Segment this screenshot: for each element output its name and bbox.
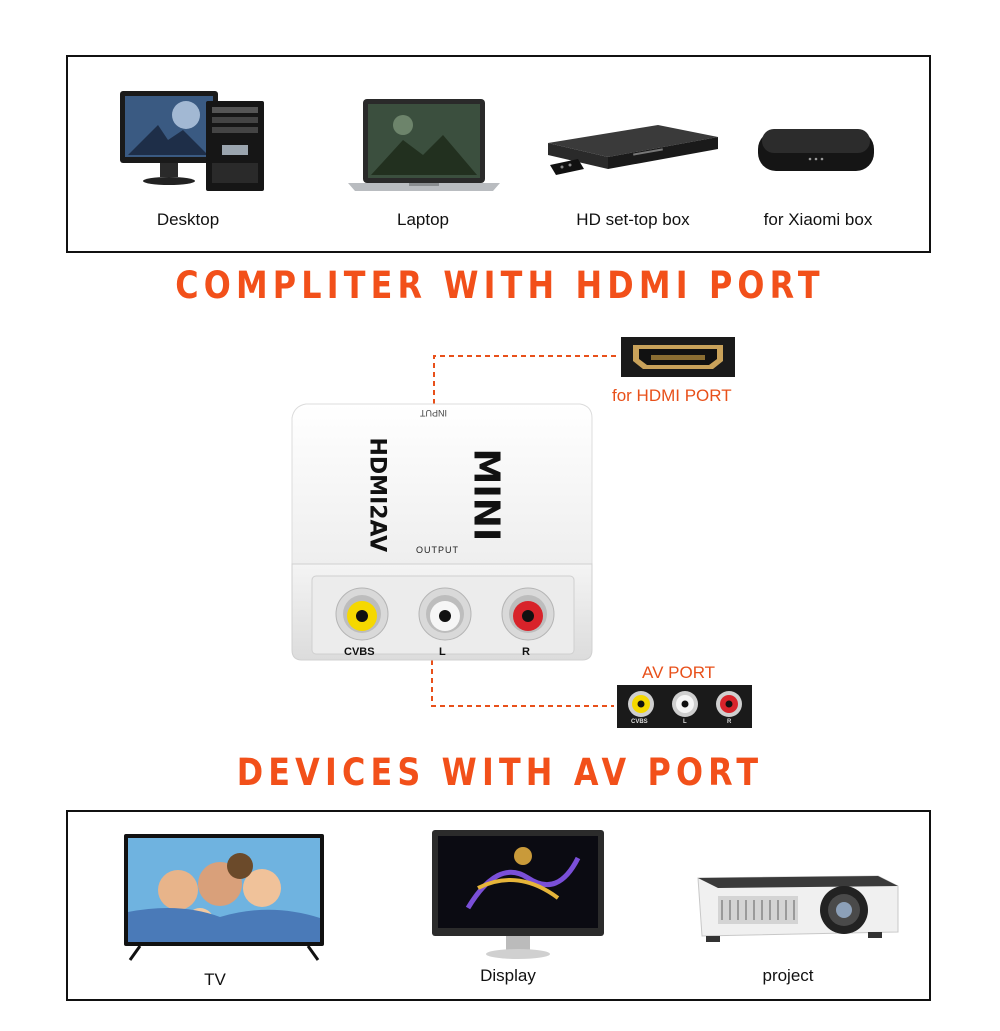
device-set-top-box: HD set-top box <box>538 85 728 235</box>
hdmi-port-image <box>621 337 735 377</box>
rca-jack-right-icon <box>501 587 555 641</box>
device-projector: project <box>688 852 908 1002</box>
source-devices-panel: Desktop Laptop HD set-top box <box>66 55 931 253</box>
device-label-display: Display <box>480 966 536 985</box>
desktop-computer-icon <box>120 91 264 191</box>
av-port-image: CVBS L R <box>617 685 752 728</box>
target-devices-panel: TV Display <box>66 810 931 1001</box>
dashed-connector-av <box>431 660 614 707</box>
device-desktop: Desktop <box>108 85 268 235</box>
converter-output-label: OUTPUT <box>416 545 459 555</box>
heading-av-target: DEVICES WITH AV PORT <box>236 751 764 794</box>
port-label-r: R <box>522 646 530 658</box>
converter-model-label: HDMI2AV <box>364 437 390 553</box>
device-label-desktop: Desktop <box>156 210 220 229</box>
set-top-box-icon <box>548 125 718 175</box>
device-laptop: Laptop <box>343 85 503 235</box>
device-label-xiaomi-box: for Xiaomi box <box>763 210 873 229</box>
device-tv: TV <box>120 832 330 997</box>
projector-icon <box>697 875 899 942</box>
tv-icon <box>124 834 324 961</box>
xiaomi-box-icon <box>758 129 874 171</box>
hdmi-port-icon <box>633 345 723 369</box>
av-port-label-cvbs: CVBS <box>631 719 648 725</box>
converter-brand-label: MINI <box>465 448 507 542</box>
port-label-l: L <box>439 646 446 658</box>
laptop-icon <box>348 99 500 191</box>
device-display: Display <box>428 828 608 993</box>
hdmi-port-callout-label: for HDMI PORT <box>612 386 732 405</box>
converter-box: INPUT HDMI2AV MINI OUTPUT CVBS L R <box>291 403 594 662</box>
device-xiaomi-box: for Xiaomi box <box>738 85 898 235</box>
rca-jack-cvbs-icon <box>335 587 389 641</box>
av-port-yellow-icon <box>628 691 654 717</box>
av-port-white-icon <box>672 691 698 717</box>
device-label-tv: TV <box>204 970 226 989</box>
display-monitor-icon <box>432 830 604 959</box>
converter-input-label: INPUT <box>420 408 447 418</box>
port-label-cvbs: CVBS <box>344 646 375 658</box>
av-port-label-r: R <box>727 719 732 725</box>
av-port-label-l: L <box>683 719 687 725</box>
device-label-laptop: Laptop <box>397 210 449 229</box>
heading-hdmi-source: COMPLITER WITH HDMI PORT <box>175 264 825 307</box>
dashed-connector-hdmi <box>433 355 620 404</box>
av-port-red-icon <box>716 691 742 717</box>
device-label-set-top-box: HD set-top box <box>576 210 690 229</box>
av-port-callout-label: AV PORT <box>642 663 716 682</box>
device-label-projector: project <box>762 966 814 985</box>
rca-jack-left-icon <box>418 587 472 641</box>
